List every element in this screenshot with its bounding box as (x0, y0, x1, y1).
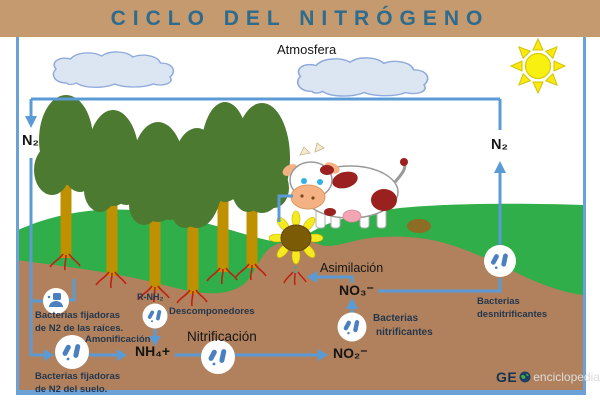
decomposers-label: Descomponedores (169, 306, 255, 317)
assimilation-label: Asimilación (320, 261, 384, 275)
diagram-frame (16, 37, 586, 395)
nitrifying-bacteria-icon (337, 312, 367, 342)
n2-label-left: N₂ (22, 133, 39, 149)
r-nh2-label: R-NH₂ (137, 292, 164, 302)
no2-label: NO₂⁻ (333, 345, 368, 361)
sun-icon (509, 37, 567, 95)
ammonification-label: Amonificación (85, 334, 151, 345)
nitrification-bacteria-icon (201, 340, 235, 374)
bacteria-circles (43, 245, 516, 374)
nitrifying-bacteria-label: Bacterias nitrificantes (373, 313, 433, 338)
cloud-icon (52, 51, 175, 89)
root-fixing-bacteria-icon (43, 288, 69, 314)
nh4-label: NH₄+ (135, 343, 171, 359)
arrowheads (25, 116, 506, 361)
denitrifying-bacteria-label: Bacterias desnitrificantes (477, 296, 548, 320)
soil-fixing-bacteria-icon (55, 335, 89, 369)
root-fixing-bacteria-label: Bacterias fijadoras de N2 de las raíces. (35, 310, 124, 334)
no3-to-denitrifiers-line (378, 278, 502, 293)
decomposer-bacteria-icon (142, 303, 168, 329)
logo-ge-text: GE (496, 369, 518, 385)
tree-roots (49, 253, 267, 307)
manure-patch (407, 219, 431, 233)
logo-enciclopedia-text: enciclopedia (533, 370, 600, 384)
soil-ground (16, 236, 583, 390)
n2-to-soil-line (29, 158, 47, 357)
n2-label-right: N₂ (491, 137, 508, 153)
sunflower-illustration (268, 210, 324, 286)
assimilation-line (315, 275, 354, 283)
nitrification-label: Nitrificación (187, 329, 257, 344)
geoenciclopedia-logo: GE enciclopedia (496, 369, 600, 385)
page-title: CICLO DEL NITRÓGENO (110, 6, 490, 30)
tree-illustration (34, 95, 290, 307)
no3-label: NO₃⁻ (339, 282, 374, 298)
soil-fixing-bacteria-label: Bacterias fijadoras de N2 del suelo. (35, 371, 121, 395)
denitrifying-bacteria-icon (484, 245, 516, 277)
arrow-up-right-n2 (494, 161, 506, 173)
atmosphere-label: Atmosfera (277, 42, 337, 57)
cycle-arrows (29, 97, 502, 357)
globe-icon (519, 371, 531, 383)
cow-grazing-line (277, 194, 293, 222)
title-bar: CICLO DEL NITRÓGENO (0, 0, 600, 37)
cloud-icon (296, 57, 429, 97)
cow-illustration (282, 142, 408, 229)
arrow-down-left-n2 (25, 116, 37, 128)
